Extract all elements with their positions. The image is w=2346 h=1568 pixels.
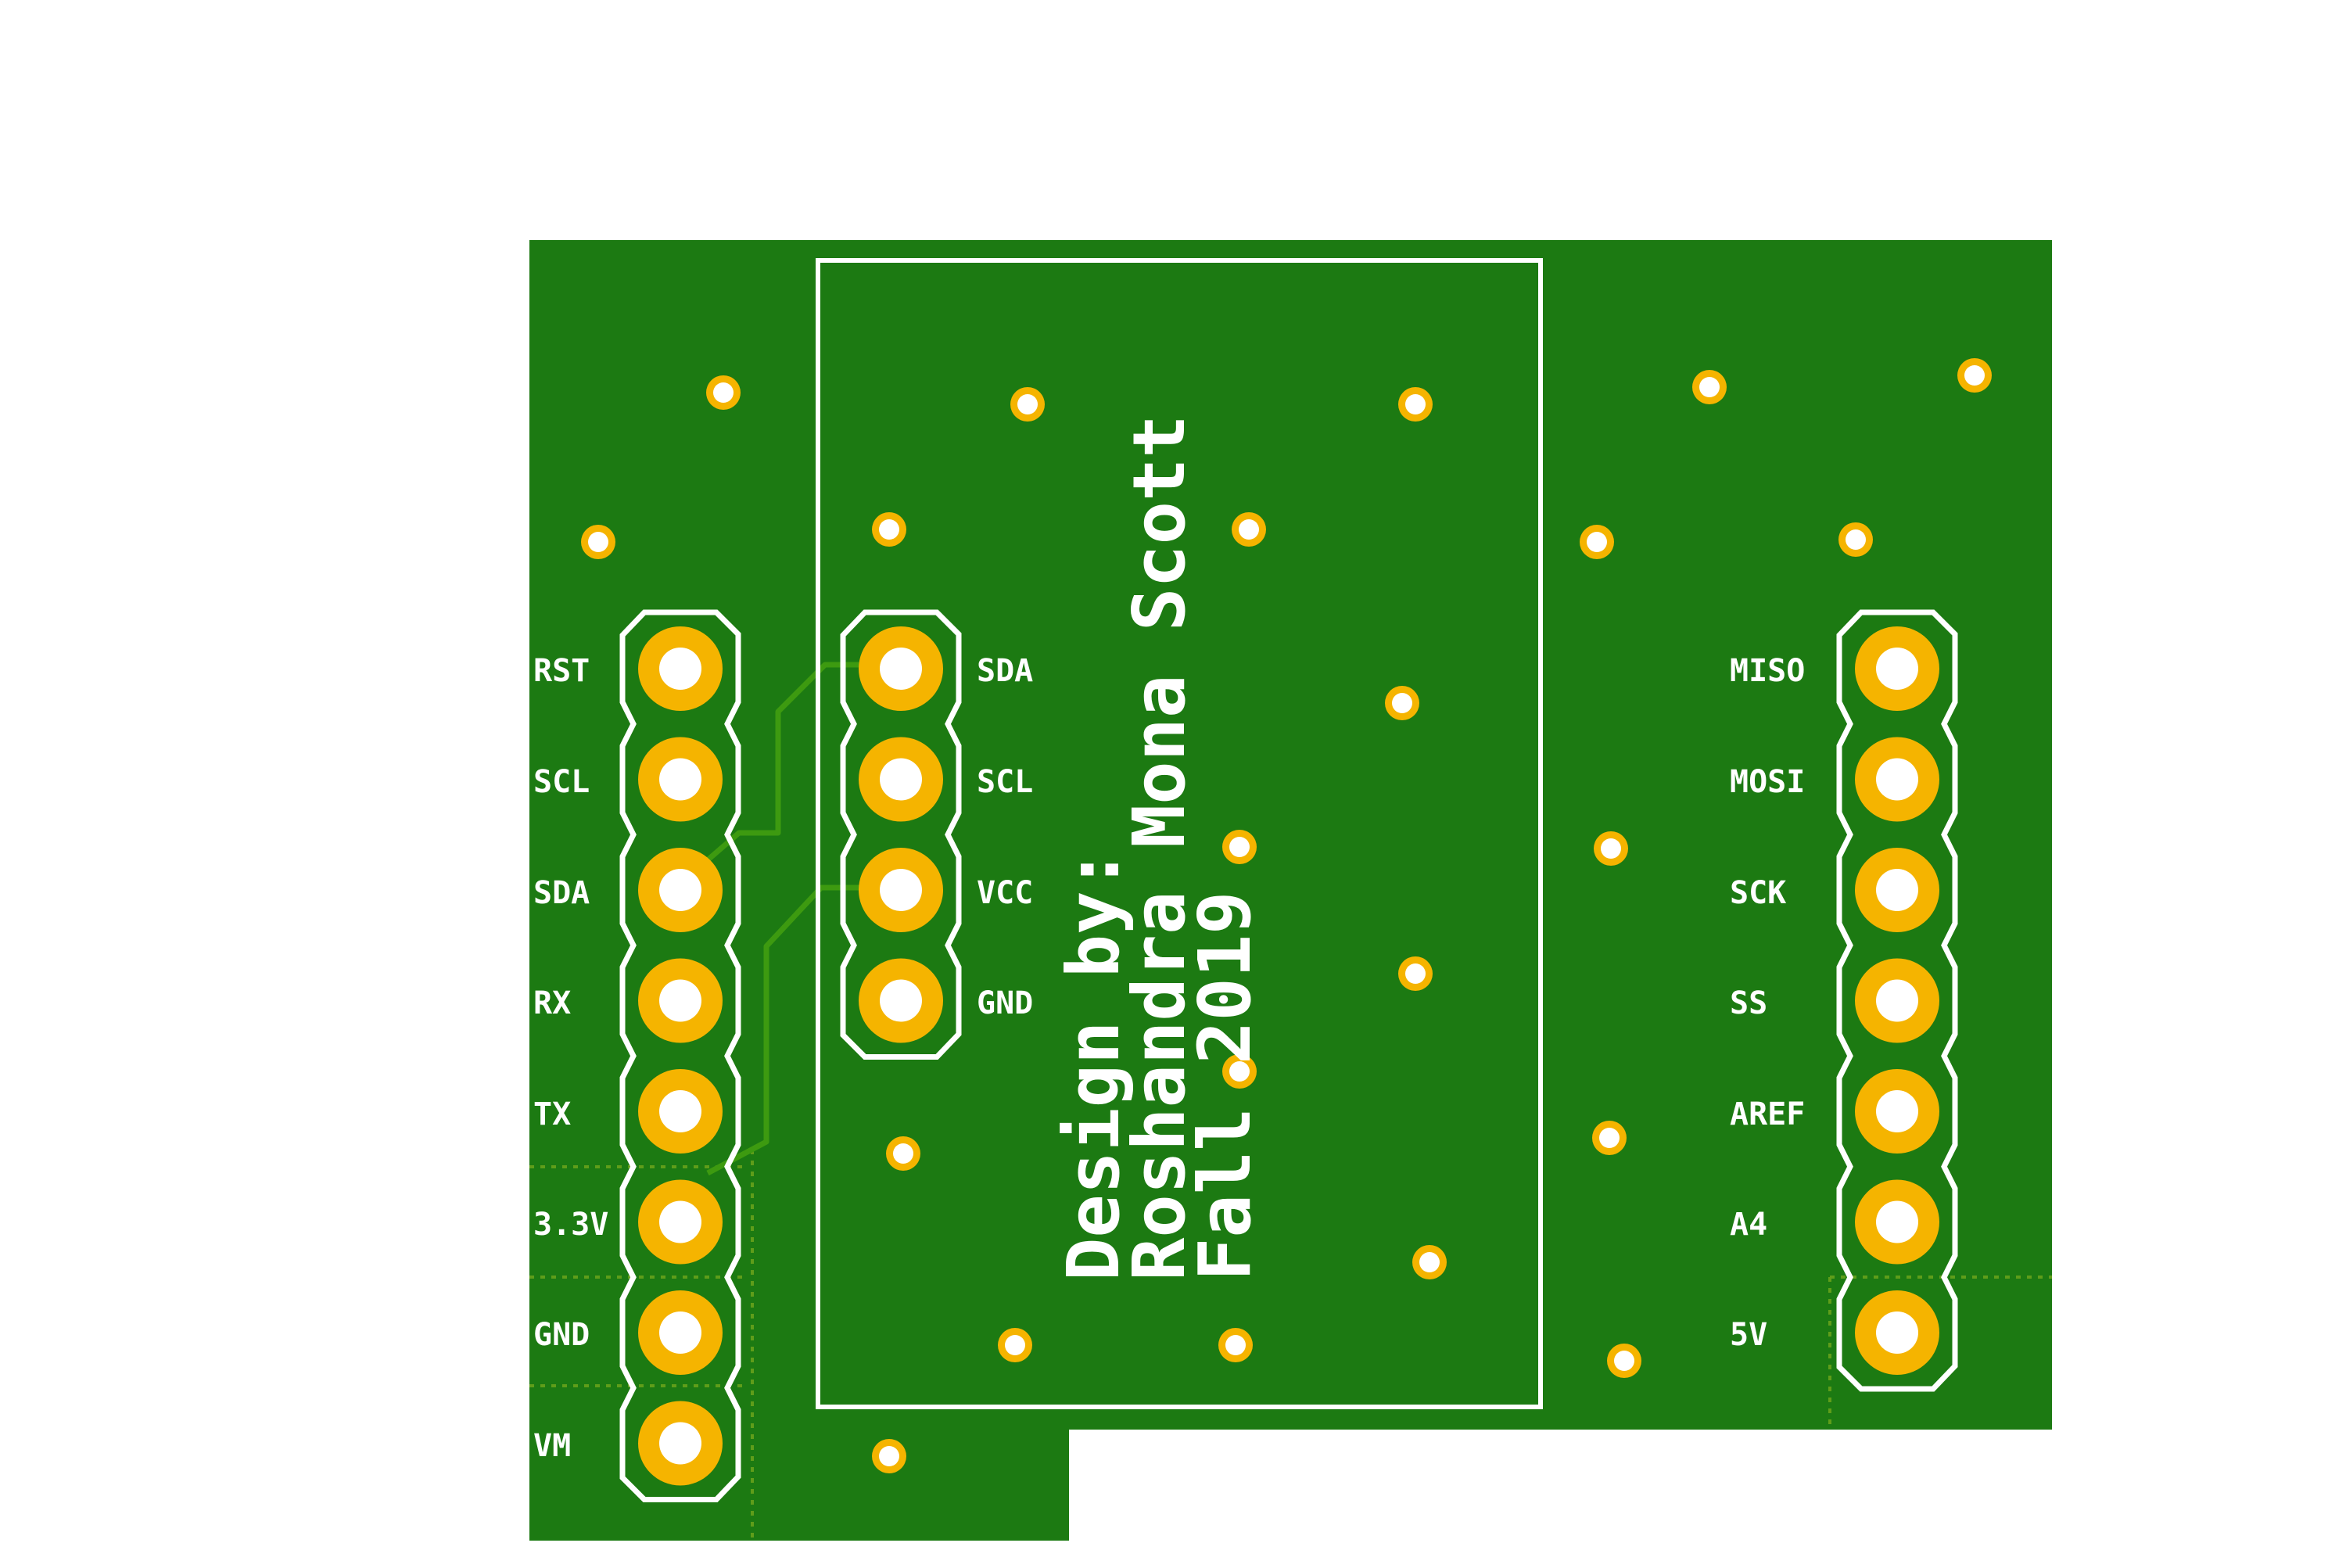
via-hole <box>1017 394 1038 414</box>
pin-label-rx: RX <box>533 985 571 1021</box>
via-hole <box>1699 377 1720 397</box>
via-hole <box>1229 1061 1250 1082</box>
right-header-pad-hole <box>1876 869 1918 911</box>
via-hole <box>879 519 899 540</box>
left-header-pad-hole <box>659 1311 701 1354</box>
right-header-pad-hole <box>1876 1311 1918 1354</box>
credit-line-3: Fall 2019 <box>1183 892 1267 1282</box>
pin-label-sda: SDA <box>533 875 590 911</box>
left-header-pad-hole <box>659 979 701 1022</box>
via-hole <box>1614 1351 1634 1371</box>
left-header-pad-hole <box>659 1422 701 1465</box>
left-header-pad-hole <box>659 1090 701 1132</box>
pin-label-tx: TX <box>533 1096 571 1132</box>
module-outline <box>816 258 1543 1409</box>
via-hole <box>713 382 734 403</box>
credit-line-1: Design by: <box>1052 848 1135 1281</box>
center-header-pad-hole <box>880 648 922 690</box>
via-hole <box>1225 1335 1246 1355</box>
pin-label-gnd: GND <box>977 985 1033 1021</box>
right-header-pad-hole <box>1876 1200 1918 1243</box>
center-header-pad-hole <box>880 979 922 1022</box>
pin-label-aref: AREF <box>1730 1096 1805 1132</box>
via-hole <box>893 1143 913 1164</box>
center-header-pad-hole <box>880 869 922 911</box>
via-hole <box>588 532 608 552</box>
via-hole <box>1587 532 1607 552</box>
via-hole <box>1229 837 1250 857</box>
left-header-labels: RST SCL SDA RX TX 3.3V GND VM <box>533 653 608 1464</box>
via-hole <box>1599 1128 1620 1148</box>
right-header-labels: MISO MOSI SCK SS AREF A4 5V <box>1730 653 1805 1353</box>
pin-label-3v3: 3.3V <box>533 1207 608 1243</box>
pin-label-sck: SCK <box>1730 875 1786 911</box>
via-hole <box>1392 693 1412 713</box>
right-header-pad-hole <box>1876 979 1918 1022</box>
via-hole <box>1405 394 1426 414</box>
pin-label-gnd: GND <box>533 1317 590 1353</box>
right-header-outline <box>1836 609 1958 1392</box>
pin-label-scl: SCL <box>977 764 1033 800</box>
trace-scl <box>706 884 899 1176</box>
pin-label-mosi: MOSI <box>1730 764 1805 800</box>
pin-label-vcc: VCC <box>977 875 1033 911</box>
header-group <box>619 609 1958 1502</box>
pin-label-a4: A4 <box>1730 1207 1767 1243</box>
left-header-pad-hole <box>659 869 701 911</box>
via-group <box>581 358 1992 1473</box>
right-header-pad-hole <box>1876 648 1918 690</box>
center-header-labels: SDA SCL VCC GND <box>977 653 1033 1021</box>
credit-silkscreen: Design by: Roshandra Mona Scott Fall 201… <box>1052 414 1267 1281</box>
pin-label-vm: VM <box>533 1428 571 1464</box>
pin-label-rst: RST <box>533 653 590 689</box>
via-hole <box>879 1446 899 1466</box>
left-header-outline <box>619 609 741 1502</box>
credit-line-2: Roshandra Mona Scott <box>1117 414 1201 1281</box>
pin-label-sda: SDA <box>977 653 1033 689</box>
center-header-pad-hole <box>880 758 922 801</box>
left-header-pad-hole <box>659 1200 701 1243</box>
dotted-guides <box>529 1150 2052 1541</box>
via-hole <box>1005 1335 1025 1355</box>
via-hole <box>1601 838 1621 859</box>
via-hole <box>1964 365 1985 386</box>
via-hole <box>1405 963 1426 984</box>
right-header-pad-hole <box>1876 1090 1918 1132</box>
pin-label-ss: SS <box>1730 985 1767 1021</box>
via-hole <box>1419 1252 1440 1272</box>
right-header-pad-hole <box>1876 758 1918 801</box>
left-header-pad-hole <box>659 758 701 801</box>
pcb-board <box>529 240 2052 1541</box>
pin-label-5v: 5V <box>1730 1317 1767 1353</box>
via-hole <box>1239 519 1259 540</box>
pin-label-miso: MISO <box>1730 653 1805 689</box>
center-header-outline <box>840 609 962 1060</box>
pin-label-scl: SCL <box>533 764 590 800</box>
left-header-pad-hole <box>659 648 701 690</box>
via-hole <box>1846 529 1866 550</box>
